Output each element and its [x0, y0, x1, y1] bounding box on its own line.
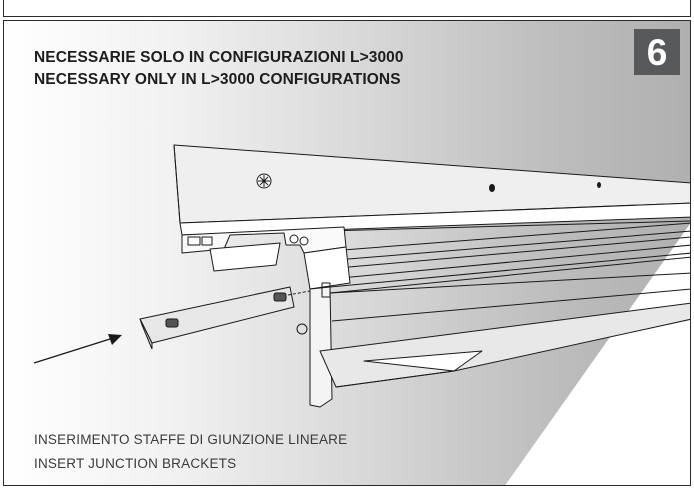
top-strip	[3, 0, 691, 17]
profile-bottom-lip	[363, 350, 483, 372]
profile-lower-web	[309, 286, 333, 408]
junction-bracket	[139, 286, 311, 350]
title-line-english: NECESSARY ONLY IN L>3000 CONFIGURATIONS	[34, 71, 401, 88]
profile-drawing	[33, 144, 690, 408]
title-line-italian: NECESSARIE SOLO IN CONFIGURAZIONI L>3000	[34, 49, 404, 66]
step-number-badge: 6	[634, 29, 680, 75]
profile-bottom-ledge	[319, 302, 690, 388]
arrow-icon	[33, 334, 122, 364]
profile-channel	[303, 246, 351, 290]
screw-head-icon	[256, 173, 272, 189]
caption-line-english: INSERT JUNCTION BRACKETS	[34, 456, 237, 471]
step-caption: INSERIMENTO STAFFE DI GIUNZIONE LINEARE …	[34, 428, 347, 476]
background-wedge	[505, 223, 690, 485]
caption-line-italian: INSERIMENTO STAFFE DI GIUNZIONE LINEARE	[34, 432, 348, 447]
step-title: NECESSARIE SOLO IN CONFIGURAZIONI L>3000…	[34, 47, 404, 91]
profile-left-stub	[209, 242, 281, 272]
step-panel: 6 NECESSARIE SOLO IN CONFIGURAZIONI L>30…	[3, 20, 691, 486]
profile-top-flange	[179, 202, 690, 236]
